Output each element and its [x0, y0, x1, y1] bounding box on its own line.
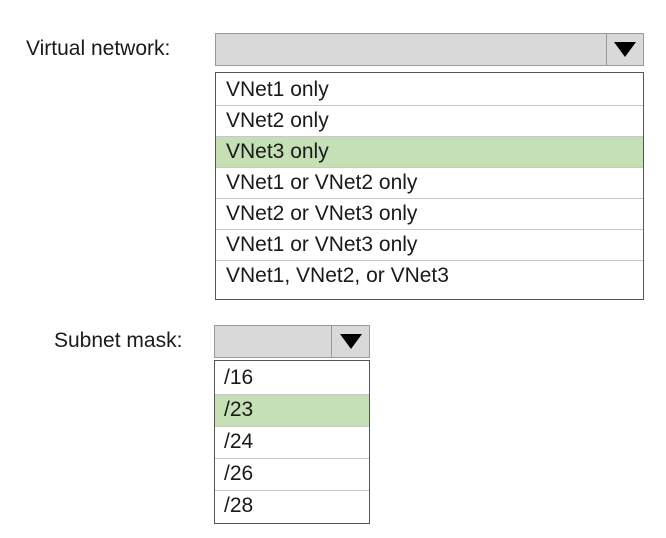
triangle-down-icon — [339, 334, 362, 349]
subnet-mask-option[interactable]: /24 — [215, 427, 369, 459]
virtual-network-option[interactable]: VNet2 or VNet3 only — [216, 199, 643, 230]
virtual-network-option[interactable]: VNet1 only — [216, 75, 643, 106]
virtual-network-options: VNet1 only VNet2 only VNet3 only VNet1 o… — [215, 72, 644, 300]
virtual-network-option[interactable]: VNet1, VNet2, or VNet3 — [216, 261, 643, 292]
subnet-mask-option[interactable]: /23 — [215, 395, 369, 427]
virtual-network-label: Virtual network: — [26, 37, 171, 60]
subnet-mask-options: /16 /23 /24 /26 /28 — [214, 360, 370, 524]
virtual-network-select[interactable] — [215, 33, 644, 66]
subnet-mask-option[interactable]: /16 — [215, 363, 369, 395]
triangle-down-icon — [614, 42, 636, 57]
subnet-mask-label: Subnet mask: — [54, 329, 183, 352]
subnet-mask-dropdown-button[interactable] — [331, 326, 369, 357]
subnet-mask-option[interactable]: /28 — [215, 491, 369, 523]
virtual-network-option[interactable]: VNet2 only — [216, 106, 643, 137]
virtual-network-option[interactable]: VNet1 or VNet3 only — [216, 230, 643, 261]
subnet-mask-option[interactable]: /26 — [215, 459, 369, 491]
virtual-network-option[interactable]: VNet1 or VNet2 only — [216, 168, 643, 199]
virtual-network-option[interactable]: VNet3 only — [216, 137, 643, 168]
virtual-network-dropdown-button[interactable] — [606, 34, 643, 65]
subnet-mask-select[interactable] — [214, 325, 370, 358]
